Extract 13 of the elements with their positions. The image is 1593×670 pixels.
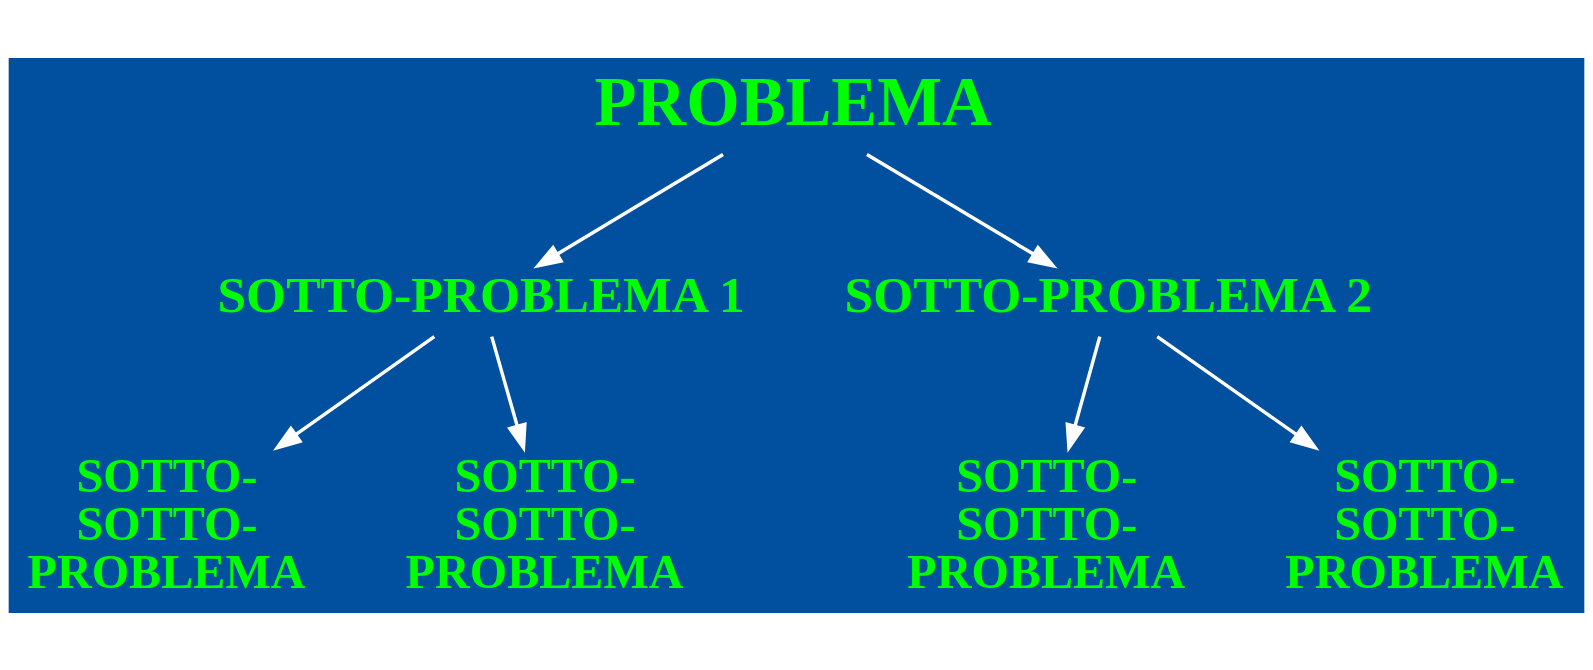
arrow [1065,335,1102,453]
node-text: SOTTO-PROBLEMA 1 [217,265,745,323]
node-text: SOTTO- SOTTO- PROBLEMA [907,448,1186,598]
arrow [490,335,527,453]
arrow [533,152,724,268]
node-text: PROBLEMA [594,63,992,140]
node-text: SOTTO-PROBLEMA 2 [844,265,1372,323]
node-text: SOTTO- SOTTO- PROBLEMA [405,448,684,598]
node-text: SOTTO- SOTTO- PROBLEMA [1285,448,1564,598]
arrow [1156,334,1320,451]
arrow [272,334,436,451]
arrow [866,152,1058,268]
node-text: SOTTO- SOTTO- PROBLEMA [27,448,306,598]
